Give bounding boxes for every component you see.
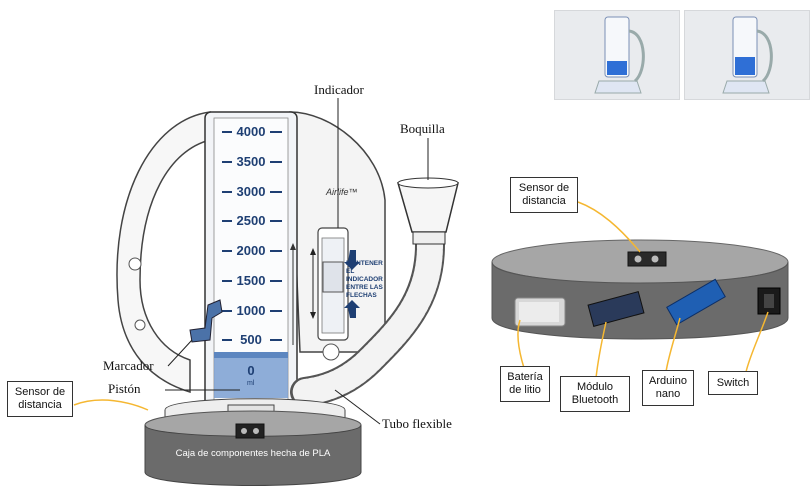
leader-bluetooth [595, 321, 607, 379]
arrow-up-icon [344, 300, 360, 318]
leader-switch [745, 311, 769, 373]
sensor-chip-left [235, 423, 265, 439]
leader-battery [517, 319, 525, 369]
callout-arduino: Arduino nano [642, 370, 694, 406]
callout-bateria: Batería de litio [500, 366, 550, 402]
label-caja-pla: Caja de componentes hecha de PLA [175, 448, 331, 459]
arrow-down-icon [344, 250, 360, 270]
label-indicador: Indicador [314, 82, 364, 97]
scale-label: 2500 [236, 213, 266, 228]
scale-label: 500 [240, 332, 262, 347]
indicator-instruction: MANTENER EL INDICADOR ENTRE LAS FLECHAS [346, 260, 383, 299]
scale-label: 4000 [236, 124, 266, 139]
scale-unit: ml [247, 380, 255, 387]
label-boquilla: Boquilla [400, 121, 445, 136]
callout-bluetooth: Módulo Bluetooth [560, 376, 630, 412]
leader-sensor-right [577, 201, 641, 253]
scale-label: 3500 [236, 154, 266, 169]
mouthpiece [397, 182, 459, 233]
sensor-chip-right [627, 251, 667, 267]
scale-label: 3000 [236, 184, 266, 199]
arduino-nano [666, 278, 726, 326]
brand-label: Airlife™ [326, 187, 358, 197]
scale-label: 0 [247, 363, 255, 378]
callout-sensor-right: Sensor de distancia [510, 177, 578, 213]
label-marcador: Marcador [103, 358, 154, 373]
thumbnail-spirometer-2 [684, 10, 810, 100]
spirometer-body-outline [116, 111, 211, 394]
scale-ticks [222, 131, 282, 341]
label-tubo-flexible: Tubo flexible [382, 416, 452, 431]
scale-label: 2000 [236, 243, 266, 258]
callout-switch: Switch [708, 371, 758, 395]
marker-slider [189, 299, 223, 343]
indicator-float [322, 261, 344, 293]
leader-sensor-left [73, 399, 149, 411]
bluetooth-module [587, 291, 645, 327]
scale-label: 1000 [236, 303, 266, 318]
callout-sensor-left: Sensor de distancia [7, 381, 73, 417]
pla-box-body [144, 424, 362, 486]
label-piston: Pistón [108, 381, 141, 396]
leader-arduino [665, 317, 681, 373]
scale-label: 1500 [236, 273, 266, 288]
thumbnail-spirometer-1 [554, 10, 680, 100]
